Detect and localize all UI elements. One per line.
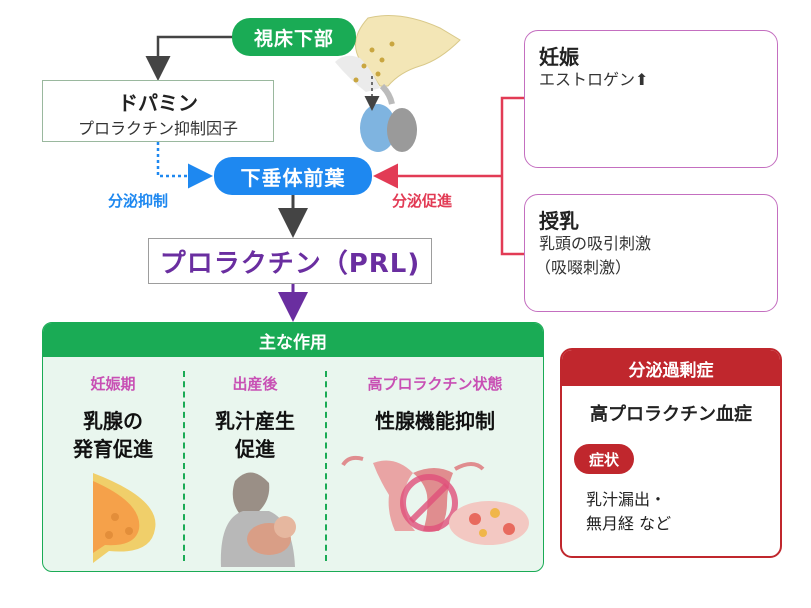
effects-divider-1 [183, 371, 185, 561]
lactation-text-2: （吸啜刺激） [535, 258, 632, 277]
prolactin-label: プロラクチン（PRL) [159, 248, 421, 279]
pituitary-label: 下垂体前葉 [240, 165, 346, 190]
breast-illustration-effects [93, 473, 156, 563]
pregnancy-title: 妊娠 [539, 45, 579, 69]
lactation-text-1: 乳頭の吸引刺激 [539, 234, 652, 253]
excess-panel: 分泌過剰症 高プロラクチン血症 症状 乳汁漏出・ 無月経 など [560, 348, 782, 558]
effect-col-line1-hyperprolactin: 性腺機能抑制 [375, 409, 495, 433]
lactation-title: 授乳 [539, 209, 579, 233]
effect-col-line2-postpartum: 促進 [235, 437, 275, 461]
mother-nursing-illustration [220, 472, 296, 567]
promotion-label: 分泌促進 [392, 192, 453, 210]
excess-title: 高プロラクチン血症 [590, 404, 752, 425]
symptom-text: 乳汁漏出・ 無月経 など [586, 488, 671, 536]
symptom-line-1: 乳汁漏出・ [586, 490, 667, 509]
effect-col-line2-pregnancy: 発育促進 [73, 437, 153, 461]
dopamine-box: ドパミン プロラクチン抑制因子 [42, 80, 274, 142]
anterior-pituitary-node: 下垂体前葉 [214, 157, 372, 195]
arrow-hypothalamus-dopamine [145, 35, 232, 81]
symptom-line-2: 無月経 など [586, 514, 672, 533]
symptom-badge: 症状 [574, 444, 634, 474]
arrow-dopamine-pituitary [156, 142, 213, 189]
effect-col-title-pregnancy: 妊娠期 [90, 375, 136, 393]
effects-header-label: 主な作用 [259, 332, 327, 353]
inhibition-label: 分泌抑制 [108, 192, 169, 210]
effects-divider-2 [325, 371, 327, 561]
line-pregnancy [500, 96, 524, 256]
effects-panel: 主な作用 妊娠期 乳腺の 発育促進 出産後 乳汁産生 促進 高プロラクチン状態 … [42, 322, 544, 572]
lactation-card: 授乳 乳頭の吸引刺激 （吸啜刺激） [524, 194, 778, 312]
hypothalamus-label: 視床下部 [253, 27, 334, 50]
effects-illustrations [93, 455, 529, 567]
prolactin-box: プロラクチン（PRL) [148, 238, 432, 284]
uterus-ovary-illustration [341, 455, 529, 545]
effect-col-line1-postpartum: 乳汁産生 [215, 409, 295, 433]
effects-header: 主な作用 [43, 323, 543, 357]
dopamine-subtitle: プロラクチン抑制因子 [77, 119, 238, 138]
pregnancy-text: エストロゲン⬆ [539, 70, 649, 89]
effect-col-title-postpartum: 出産後 [232, 375, 278, 393]
symptom-label: 症状 [588, 450, 619, 469]
effect-col-line1-pregnancy: 乳腺の [83, 409, 143, 433]
excess-header-label: 分泌過剰症 [628, 360, 714, 381]
excess-header: 分泌過剰症 [562, 350, 780, 386]
pituitary-illustration [335, 15, 461, 152]
effect-col-title-hyperprolactin: 高プロラクチン状態 [367, 375, 503, 393]
pregnancy-card: 妊娠 エストロゲン⬆ [524, 30, 778, 168]
dopamine-title: ドパミン [118, 91, 198, 115]
hypothalamus-node: 視床下部 [232, 18, 356, 56]
